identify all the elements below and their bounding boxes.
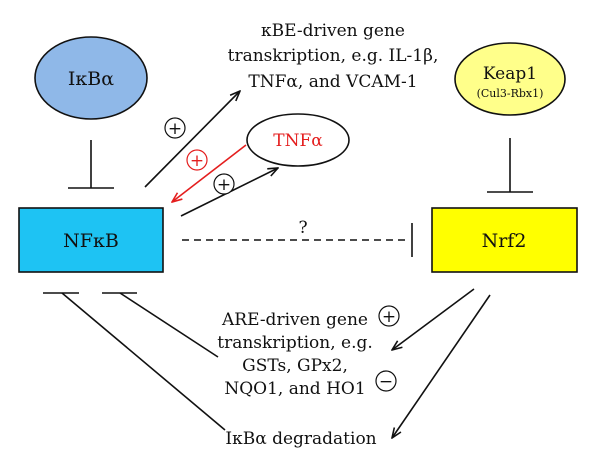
ikba-inhibits-nfkb	[68, 140, 114, 189]
ikba-label: IκBα	[68, 68, 114, 90]
minus-sign-degradation: −	[375, 370, 397, 392]
are-line-3: GSTs, GPx2,	[242, 356, 348, 376]
keap1-node: Keap1 (Cul3-Rbx1)	[454, 42, 566, 116]
nrf2-to-degradation-arrow	[392, 294, 491, 438]
keap1-sublabel: (Cul3-Rbx1)	[477, 87, 544, 100]
are-line-1: ARE-driven gene	[221, 310, 368, 330]
are-inhibits-nfkb-line	[119, 292, 219, 358]
kbe-line-3: TNFα, and VCAM-1	[248, 72, 417, 92]
ikba-degradation-label: IκBα degradation	[225, 429, 376, 449]
kbe-gene-transcription-text: κBE-driven gene transkription, e.g. IL-1…	[228, 21, 439, 92]
plus-sign-kbe: +	[164, 117, 186, 139]
kbe-line-2: transkription, e.g. IL-1β,	[228, 46, 439, 66]
are-line-4: NQO1, and HO1	[224, 379, 365, 399]
nfkb-label: NFκB	[63, 230, 119, 252]
plus-sign-red: +	[186, 149, 208, 171]
nfkb-to-kbe-arrow	[144, 91, 240, 188]
are-line-2: transkription, e.g.	[217, 333, 373, 353]
are-gene-transcription-text: ARE-driven gene transkription, e.g. GSTs…	[217, 310, 373, 399]
nfkb-node: NFκB	[18, 207, 164, 273]
svg-text:+: +	[217, 175, 231, 195]
svg-text:−: −	[379, 372, 393, 392]
svg-text:+: +	[190, 151, 204, 171]
nfkb-inhibits-nrf2-dashed: ?	[182, 218, 413, 257]
tnfa-label: TNFα	[273, 131, 323, 151]
nrf2-node: Nrf2	[431, 207, 578, 273]
svg-text:+: +	[168, 119, 182, 139]
degradation-inhibits-nfkb-line	[61, 292, 226, 431]
nrf2-label: Nrf2	[482, 230, 527, 252]
kbe-line-1: κBE-driven gene	[261, 21, 405, 41]
tnfa-to-nfkb-arrow	[172, 144, 247, 202]
ikba-node: IκBα	[34, 36, 148, 120]
keap1-inhibits-nrf2	[487, 138, 533, 193]
plus-sign-are: +	[378, 305, 400, 327]
nrf2-to-are-arrow	[392, 288, 475, 350]
keap1-label: Keap1	[483, 64, 537, 84]
question-mark: ?	[298, 218, 307, 238]
plus-sign-tnfa: +	[213, 173, 235, 195]
svg-text:+: +	[382, 307, 396, 327]
tnfa-node: TNFα	[246, 113, 350, 167]
